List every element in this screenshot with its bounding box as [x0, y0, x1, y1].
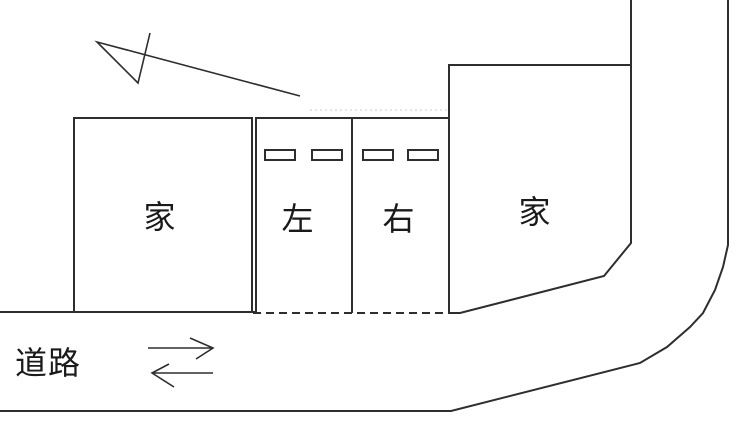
left-house-box — [73, 117, 253, 312]
road-outer-edge — [0, 0, 729, 412]
northwest-arrow-icon — [94, 32, 301, 97]
left-house-label: 家 — [143, 198, 177, 236]
road-label: 道路 — [14, 344, 82, 382]
car-stop-marker — [362, 149, 394, 161]
car-stop-marker — [264, 149, 296, 161]
parking-right-label: 右 — [382, 200, 416, 238]
car-stop-marker — [311, 149, 343, 161]
car-stop-marker — [407, 149, 439, 161]
parking-left-label: 左 — [281, 200, 315, 238]
arrow-left-icon — [150, 363, 213, 388]
right-house-label: 家 — [518, 193, 552, 231]
parking-spaces-outline — [255, 117, 449, 313]
right-house-box — [448, 64, 632, 314]
arrow-right-icon — [148, 337, 215, 360]
